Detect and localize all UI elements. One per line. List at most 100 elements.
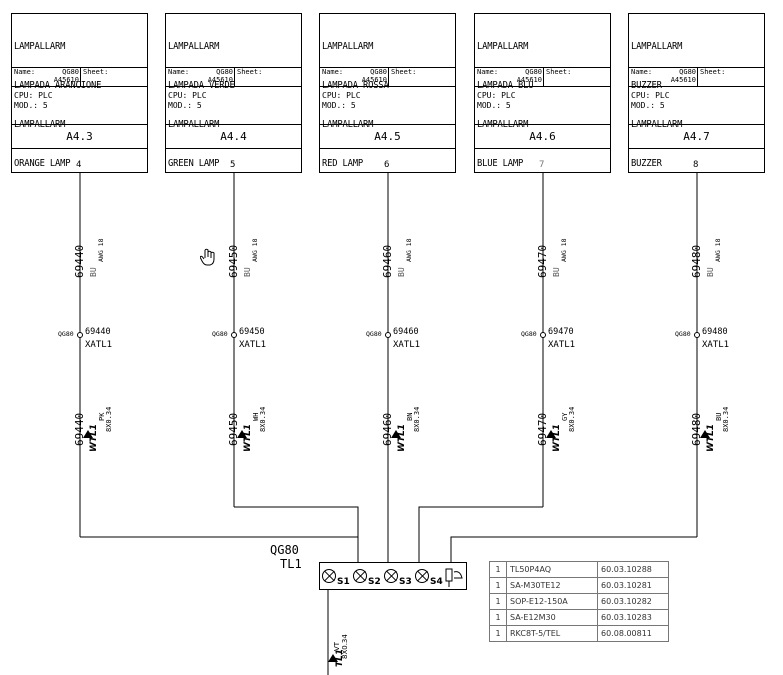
- cable-size: 8X0.34: [105, 406, 113, 432]
- sheet-label: Sheet:: [391, 68, 417, 76]
- name-row: Name: QG80 A45610 Sheet:: [320, 67, 455, 86]
- name-code: QG80: [370, 68, 387, 76]
- pin-number: 4: [76, 160, 82, 170]
- desc-line: LAMPALLARM: [322, 41, 374, 52]
- divider: [629, 86, 764, 87]
- terminal-strip: XATL1: [548, 340, 576, 350]
- wire-color-upper: BU: [389, 267, 408, 277]
- cpu-label: CPU: PLC: [168, 91, 207, 100]
- cable-size-label: 8X0.34: [250, 407, 269, 432]
- pin-number: 5: [230, 160, 236, 170]
- awg-label: AWG 18: [396, 239, 415, 262]
- name-code: QG80: [62, 68, 79, 76]
- awg-label: AWG 18: [705, 239, 724, 262]
- lamp-symbol-icon: [384, 569, 398, 583]
- buzzer-symbol-icon: [445, 568, 463, 587]
- name-code: QG80: [679, 68, 696, 76]
- wire-color: BU: [552, 267, 561, 277]
- wire-color: BU: [243, 267, 252, 277]
- desc-line: RED LAMP: [322, 158, 364, 169]
- cpu-label: CPU: PLC: [477, 91, 516, 100]
- pin-number: 8: [693, 160, 699, 170]
- wire-color: BU: [89, 267, 98, 277]
- divider: [12, 124, 147, 125]
- lamp-symbol-icon: [322, 569, 336, 583]
- desc-line: GREEN LAMP: [168, 158, 220, 169]
- bom-qty: 1: [489, 625, 507, 642]
- bom-part: RKC8T-5/TEL: [506, 625, 598, 642]
- name-label: Name:: [14, 68, 36, 76]
- divider: [475, 148, 610, 149]
- cable-size-label: 8X0.34: [559, 407, 578, 432]
- divider: [697, 67, 698, 86]
- bom-row: 1 SA-E12M30 60.03.10283: [489, 609, 669, 626]
- sheet-label: Sheet:: [546, 68, 572, 76]
- sheet-label: Sheet:: [237, 68, 263, 76]
- divider: [166, 148, 301, 149]
- wire-color: BU: [397, 267, 406, 277]
- bottom-cable-color: VT: [333, 641, 341, 651]
- desc-line: BUZZER: [631, 158, 662, 169]
- desc-line: LAMPADA ROSSA: [322, 80, 389, 91]
- name-row: Name: QG80 A45610 Sheet:: [475, 67, 610, 86]
- bom-code: 60.03.10288: [597, 561, 669, 578]
- bom-row: 1 SA-M30TE12 60.03.10281: [489, 577, 669, 594]
- bom-row: 1 SOP-E12-150A 60.03.10282: [489, 593, 669, 610]
- pin-number: 7: [539, 160, 545, 170]
- divider: [166, 124, 301, 125]
- address-ref: A4.4: [220, 130, 247, 143]
- s2-label: S2: [368, 577, 381, 587]
- desc-line: LAMPALLARM: [631, 41, 683, 52]
- bom-row: 1 TL50P4AQ 60.03.10288: [489, 561, 669, 578]
- divider: [629, 124, 764, 125]
- wire-color: BU: [706, 267, 715, 277]
- lamp-symbol-icon: [353, 569, 367, 583]
- name-code2: A45610: [516, 76, 542, 84]
- terminal-tag: QG80: [212, 330, 228, 338]
- name-row: Name: QG80 A45610 Sheet:: [166, 67, 301, 86]
- name-row: Name: QG80 A45610 Sheet:: [12, 67, 147, 86]
- bom-row: 1 RKC8T-5/TEL 60.08.00811: [489, 625, 669, 642]
- divider: [12, 86, 147, 87]
- divider: [12, 148, 147, 149]
- mod-label: MOD.: 5: [322, 101, 356, 110]
- name-label: Name:: [322, 68, 344, 76]
- bom-part: SOP-E12-150A: [506, 593, 598, 610]
- s4-label: S4: [430, 577, 443, 587]
- bottom-cable-size: 8X0.34: [341, 634, 349, 659]
- terminal-number: 69470: [548, 327, 574, 337]
- cpu-label: CPU: PLC: [631, 91, 670, 100]
- divider: [12, 67, 147, 68]
- name-label: Name:: [631, 68, 653, 76]
- cable-size: 8X0.34: [568, 406, 576, 432]
- device-box: LAMPALLARM LAMPADA VERDE LAMPALLARM GREE…: [165, 13, 302, 173]
- cpu-label: CPU: PLC: [322, 91, 361, 100]
- bom-code: 60.03.10281: [597, 577, 669, 594]
- divider: [543, 67, 544, 86]
- address-ref: A4.5: [374, 130, 401, 143]
- bom-qty: 1: [489, 593, 507, 610]
- terminal-tag: QG80: [521, 330, 537, 338]
- terminal-strip: XATL1: [85, 340, 113, 350]
- terminal-strip: XATL1: [393, 340, 421, 350]
- device-label-qg80: QG80: [270, 543, 299, 557]
- terminal-strip: XATL1: [702, 340, 730, 350]
- desc-line: LAMPADA ARANCIONE: [14, 80, 102, 91]
- divider: [475, 67, 610, 68]
- awg-label: AWG 18: [551, 239, 570, 262]
- cable-size-label: 8X0.34: [96, 407, 115, 432]
- sheet-label: Sheet:: [700, 68, 726, 76]
- desc-line: BUZZER: [631, 80, 662, 91]
- cpu-label: CPU: PLC: [14, 91, 53, 100]
- divider: [320, 124, 455, 125]
- terminal-tag: QG80: [58, 330, 74, 338]
- name-label: Name:: [477, 68, 499, 76]
- terminal-tag: QG80: [366, 330, 382, 338]
- divider: [234, 67, 235, 86]
- terminal-strip: XATL1: [239, 340, 267, 350]
- bom-part: SA-E12M30: [506, 609, 598, 626]
- divider: [80, 67, 81, 86]
